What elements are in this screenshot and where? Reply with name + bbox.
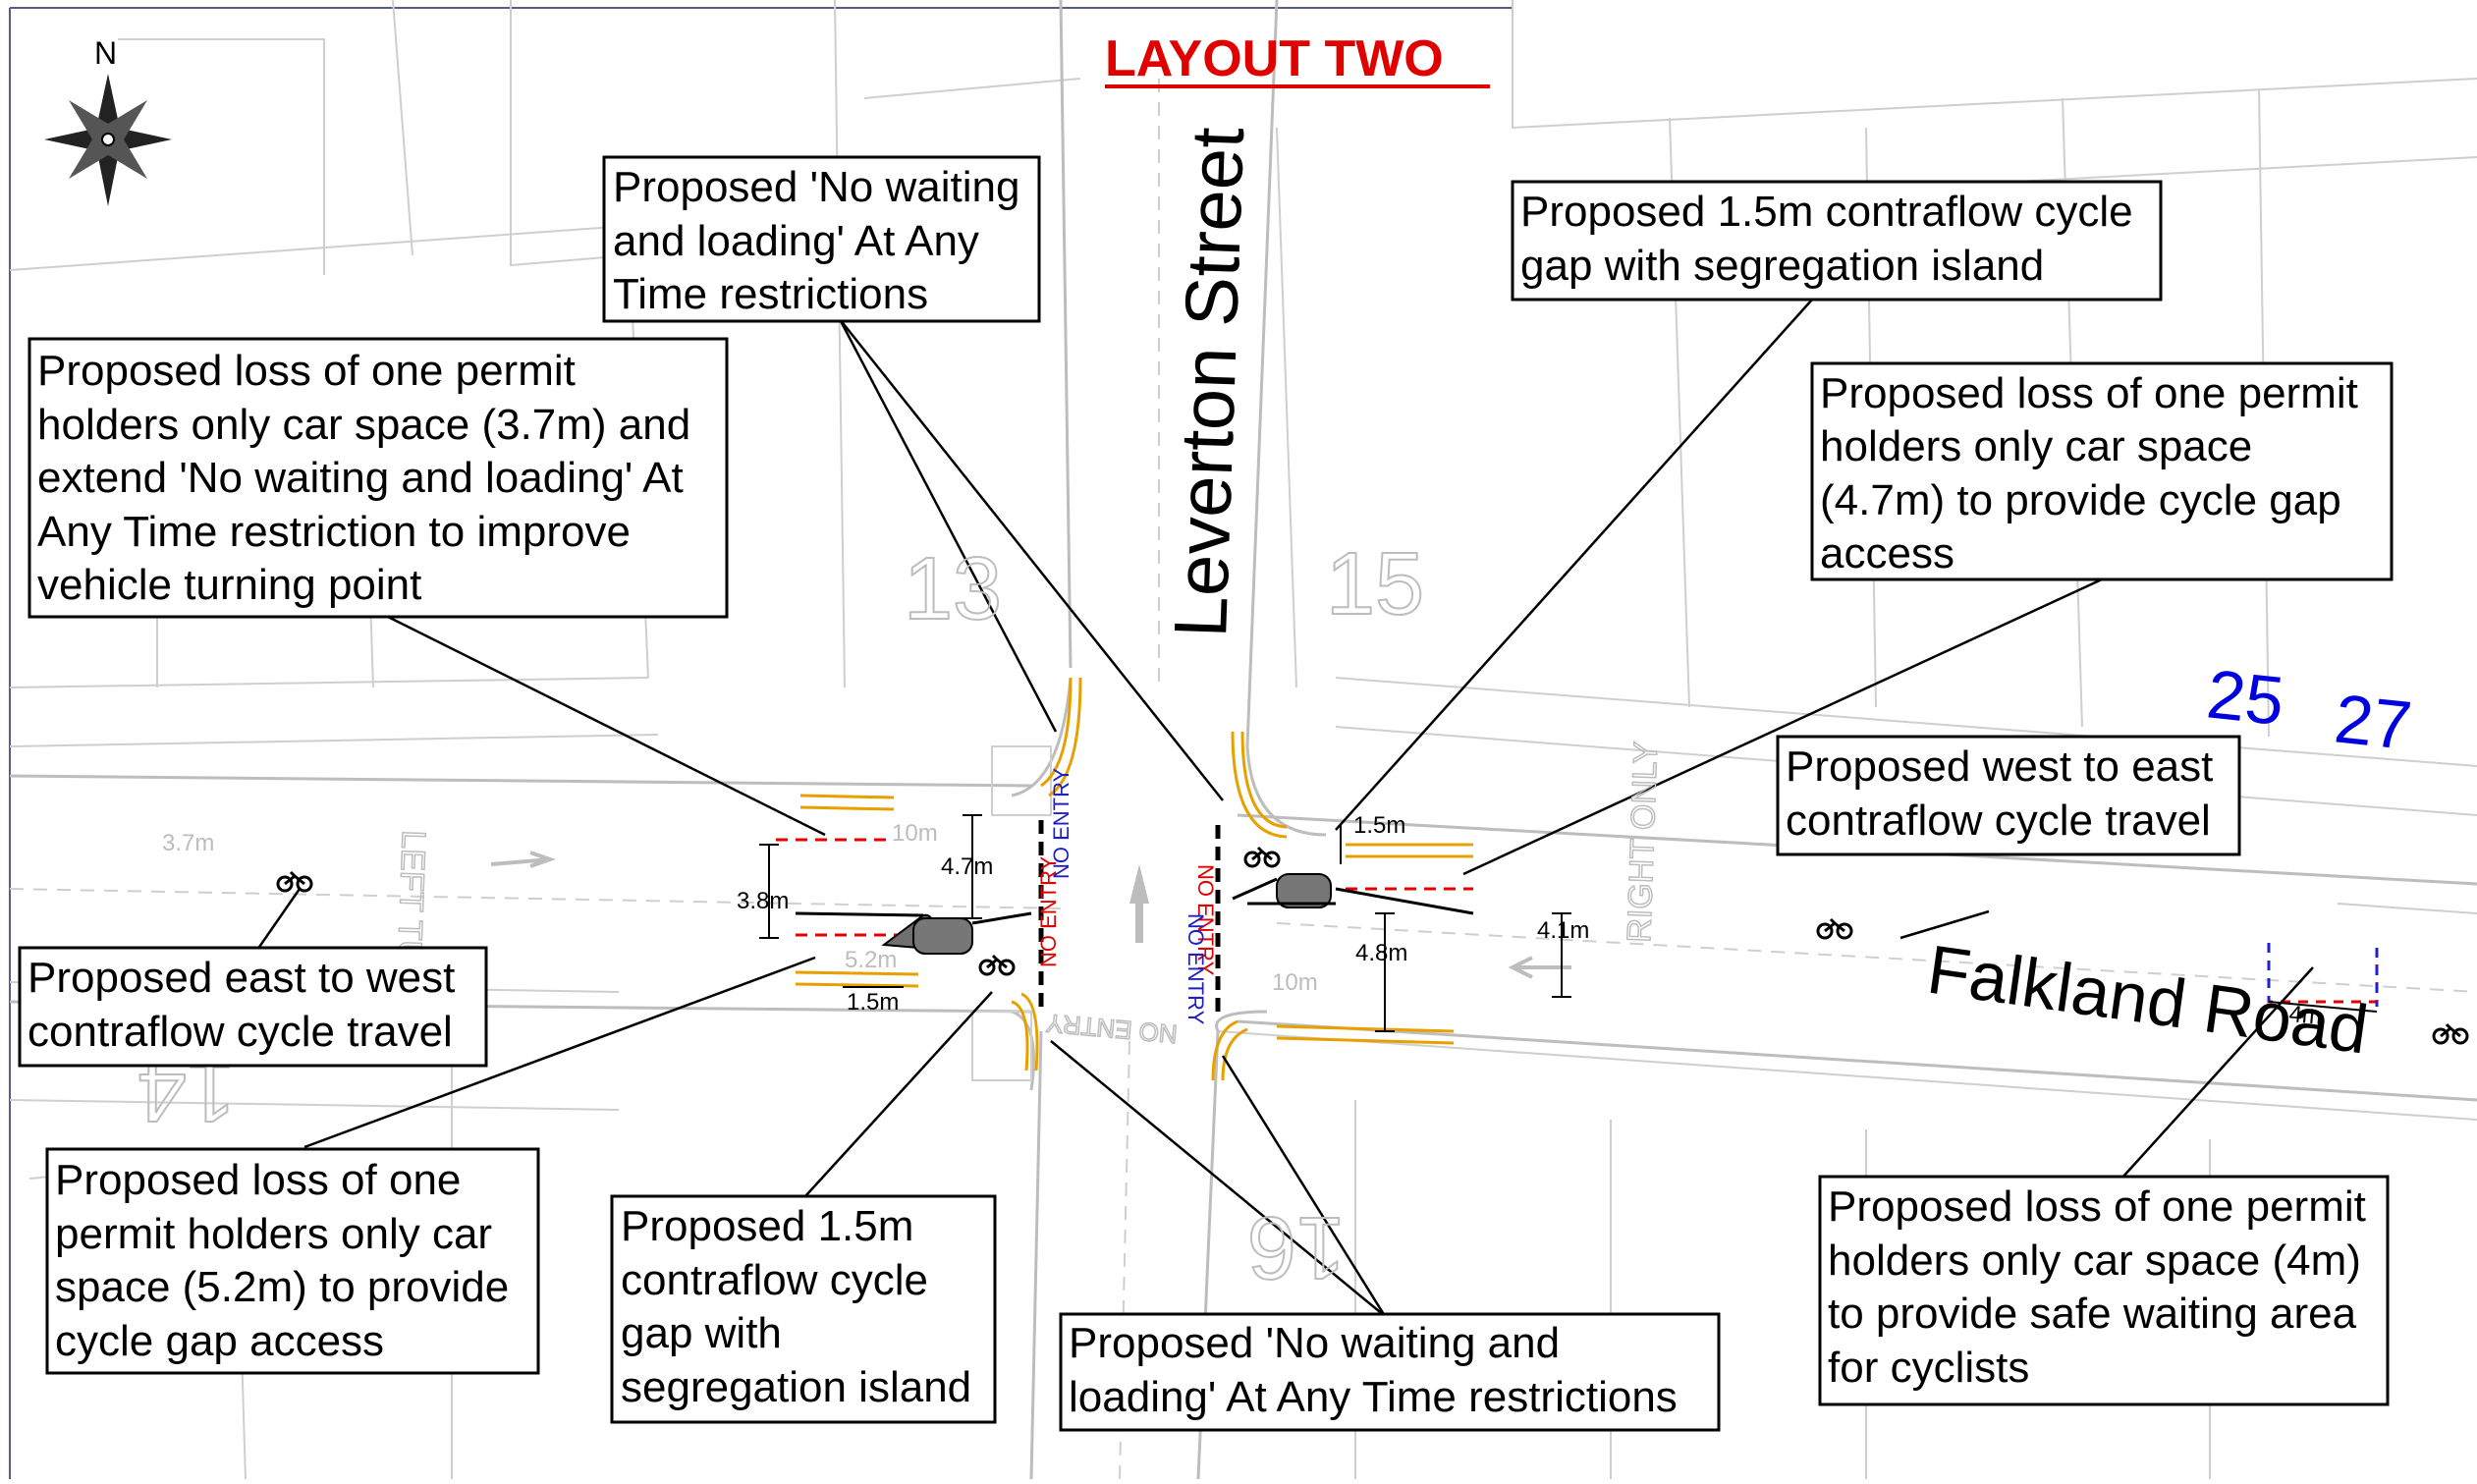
house-number-27: 27: [2331, 680, 2415, 764]
callout-east-to-west: Proposed east to west contraflow cycle t…: [18, 946, 488, 1068]
bicycle-icon: [2432, 1022, 2469, 1045]
north-label: N: [94, 35, 117, 71]
callout-line: Proposed 1.5m: [621, 1202, 913, 1250]
callout-line: Proposed loss of one: [55, 1156, 461, 1204]
no-entry-road-marking: NO ENTRY: [1045, 1009, 1179, 1050]
callout-line: extend 'No waiting and loading' At: [37, 454, 684, 502]
dim-4m: 4m: [2287, 1001, 2323, 1030]
callout-line: Proposed 'No waiting: [613, 163, 1019, 211]
dim-4-7m: 4.7m: [941, 853, 993, 880]
street-name-leverton: Leverton Street: [1159, 126, 1260, 638]
callout-line: holders only car space: [1820, 422, 2252, 470]
callout-no-waiting-top: Proposed 'No waiting and loading' At Any…: [602, 155, 1041, 323]
dim-3-8m: 3.8m: [737, 888, 789, 914]
house-number-25: 25: [2203, 655, 2287, 740]
bicycle-icon: [978, 954, 1016, 976]
dim-4-8m: 4.8m: [1355, 940, 1407, 966]
callout-contraflow-gap-right: Proposed 1.5m contraflow cycle gap with …: [1511, 180, 2163, 302]
callout-line: (4.7m) to provide cycle gap: [1820, 476, 2341, 524]
callout-line: segregation island: [621, 1363, 971, 1411]
layout-title: LAYOUT TWO: [1105, 30, 1490, 88]
callout-loss-4m: Proposed loss of one permit holders only…: [1818, 1175, 2390, 1406]
callout-west-to-east: Proposed west to east contraflow cycle t…: [1776, 735, 2241, 856]
callout-line: Proposed west to east: [1786, 742, 2213, 791]
callout-line: and loading' At Any: [613, 217, 979, 265]
dim-10m-east: 10m: [1272, 969, 1318, 996]
no-entry-marking-4: NO ENTRY: [1183, 913, 1208, 1025]
no-entry-marking-3: NO ENTRY: [1193, 864, 1218, 976]
callout-line: vehicle turning point: [37, 561, 421, 609]
callout-no-waiting-bottom: Proposed 'No waiting and loading' At Any…: [1059, 1312, 1721, 1432]
callout-loss-5-2m: Proposed loss of one permit holders only…: [45, 1147, 540, 1375]
road-marking-text: LEFT TURN RIGHT ONLY NO ENTRY NO ENTRY N…: [388, 741, 1666, 1050]
house-number-16: 16: [1247, 1198, 1346, 1296]
title-text: LAYOUT TWO: [1105, 30, 1444, 87]
leader-lines: [253, 299, 2314, 1317]
callout-line: Proposed 1.5m contraflow cycle: [1520, 188, 2133, 236]
callout-contraflow-gap-left: Proposed 1.5m contraflow cycle gap with …: [610, 1194, 997, 1424]
dim-1-5m-east: 1.5m: [1353, 812, 1405, 839]
dim-10m-west: 10m: [892, 820, 938, 847]
bicycle-icon: [1816, 917, 1853, 940]
right-only-marking: RIGHT ONLY: [1621, 741, 1665, 943]
removed-parking-bays: [776, 838, 2379, 1007]
house-numbers: 13 15 25 27 14 16: [137, 534, 2415, 1297]
dimension-lines: [759, 814, 2378, 1032]
callout-line: for cyclists: [1828, 1344, 2029, 1392]
callout-loss-3-7m: Proposed loss of one permit holders only…: [28, 337, 729, 619]
dim-5-2m: 5.2m: [845, 947, 897, 973]
house-number-15: 15: [1326, 535, 1424, 633]
bicycle-icon: [276, 870, 313, 893]
callout-line: gap with segregation island: [1520, 242, 2044, 290]
street-name-falkland: Falkland Road: [1923, 931, 2373, 1069]
no-entry-marking-1: NO ENTRY: [1036, 855, 1061, 967]
callout-line: Proposed east to west: [28, 954, 455, 1002]
callout-line: contraflow cycle travel: [1786, 797, 2211, 845]
bicycle-icon: [1243, 846, 1281, 868]
dimension-labels: 3.7m 10m 4.7m 3.8m 5.2m 1.5m 1.5m 4.8m 4…: [162, 812, 2323, 1030]
dim-4-1m: 4.1m: [1537, 917, 1589, 944]
callout-line: to provide safe waiting area: [1828, 1290, 2357, 1338]
segregation-islands: [795, 873, 1474, 955]
dim-3-7m: 3.7m: [162, 830, 214, 856]
callout-line: space (5.2m) to provide: [55, 1263, 509, 1311]
house-number-13: 13: [904, 540, 1002, 638]
callout-line: loading' At Any Time restrictions: [1069, 1373, 1678, 1421]
callout-line: Proposed 'No waiting and: [1069, 1319, 1560, 1367]
callout-line: Proposed loss of one permit: [1828, 1182, 2366, 1231]
no-entry-marking-2: NO ENTRY: [1049, 767, 1073, 879]
compass: N: [44, 35, 172, 206]
callout-line: gap with: [621, 1309, 782, 1357]
dim-1-5m-west: 1.5m: [847, 989, 899, 1016]
callout-line: Proposed loss of one permit: [37, 347, 576, 395]
callout-line: holders only car space (4m): [1828, 1237, 2361, 1285]
callout-line: permit holders only car: [55, 1210, 492, 1258]
callout-line: access: [1820, 529, 1954, 577]
callout-line: cycle gap access: [55, 1317, 384, 1365]
callout-line: contraflow cycle travel: [28, 1008, 453, 1056]
callout-line: Time restrictions: [613, 270, 928, 318]
yellow-line-restrictions: [795, 677, 1473, 1081]
junction-markings: [490, 820, 1571, 1012]
callout-line: holders only car space (3.7m) and: [37, 401, 690, 449]
callout-line: contraflow cycle: [621, 1256, 928, 1304]
callout-loss-4-7m: Proposed loss of one permit holders only…: [1810, 361, 2394, 581]
callout-line: Any Time restriction to improve: [37, 508, 631, 556]
bicycle-symbols: [276, 846, 2469, 1045]
callout-line: Proposed loss of one permit: [1820, 369, 2358, 417]
